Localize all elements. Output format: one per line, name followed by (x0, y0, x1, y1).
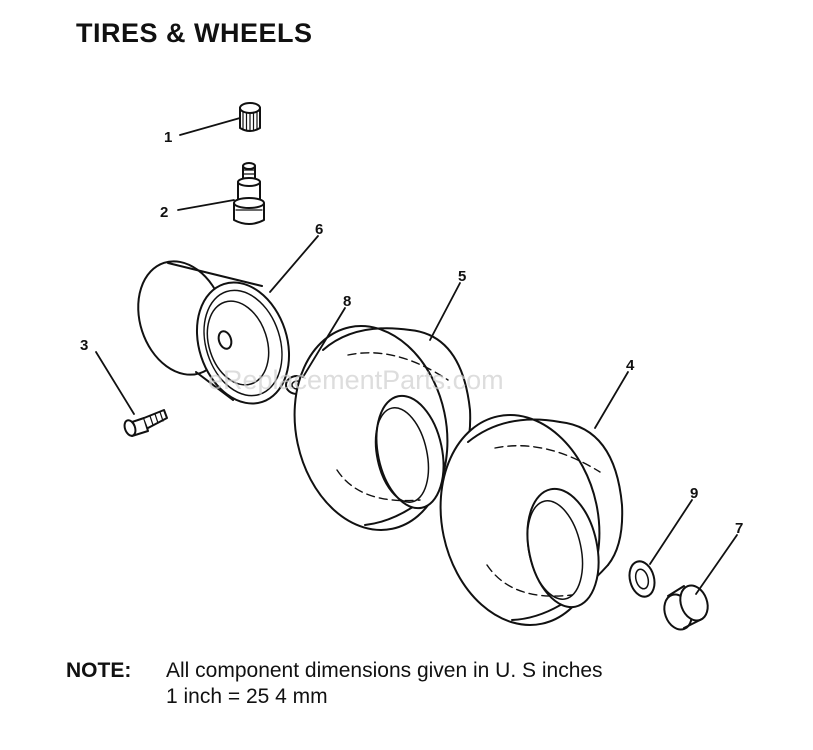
callout-5: 5 (458, 268, 466, 285)
note-line-2: 1 inch = 25 4 mm (166, 685, 328, 708)
part-4-tire (439, 414, 624, 626)
part-9-washer (628, 560, 656, 598)
part-3-lug-bolt (123, 409, 168, 437)
part-6-wheel-rim (137, 260, 291, 405)
callout-1: 1 (164, 129, 172, 146)
watermark: eReplacementParts.com (208, 365, 504, 395)
part-5-tire (293, 325, 472, 531)
part-7-bushing (663, 584, 709, 631)
callout-7: 7 (735, 520, 743, 537)
dimension-note: NOTE: All component dimensions given in U… (66, 658, 603, 710)
callout-8: 8 (343, 293, 351, 310)
callout-2: 2 (160, 204, 168, 221)
callout-6: 6 (315, 221, 323, 238)
callout-4: 4 (626, 357, 635, 374)
note-label: NOTE: (66, 659, 132, 682)
callout-9: 9 (690, 485, 698, 502)
part-2-valve-stem (233, 162, 265, 225)
part-1-valve-cap (239, 102, 261, 132)
note-line-1: All component dimensions given in U. S i… (166, 659, 603, 682)
page-title: TIRES & WHEELS (76, 18, 313, 48)
callout-3: 3 (80, 337, 88, 354)
leader-lines (95, 117, 738, 595)
